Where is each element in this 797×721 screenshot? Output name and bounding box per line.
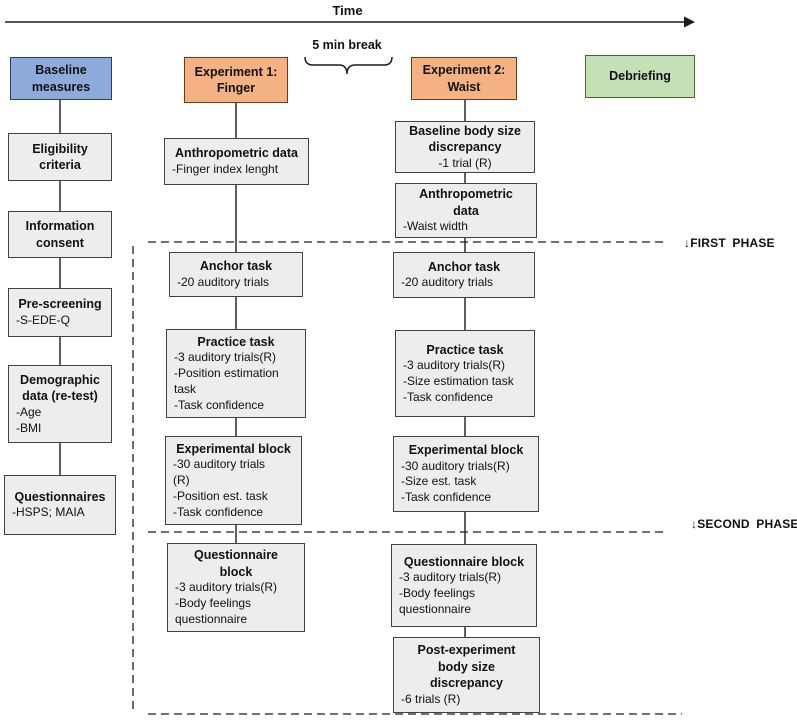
experiment1-header: Experiment 1: Finger	[184, 57, 288, 103]
header-line: Baseline	[35, 63, 87, 78]
box-item: -Task confidence	[173, 504, 264, 519]
break-label: 5 min break	[312, 38, 382, 52]
box-item: -3 auditory trials(R)	[174, 350, 277, 365]
box-title: Information	[25, 219, 95, 233]
box-item: -3 auditory trials(R)	[403, 358, 506, 372]
phase-second-label: ↓SECOND PHASE	[691, 517, 797, 531]
box-item: -Task confidence	[401, 490, 492, 505]
box-title: criteria	[39, 158, 81, 172]
box-practice-task-finger: Practice task -3 auditory trials(R) -Pos…	[166, 329, 306, 418]
box-title: Questionnaire	[193, 548, 279, 563]
box-item: -3 auditory trials(R)	[175, 580, 278, 595]
box-anchor-task-waist: Anchor task -20 auditory trials	[393, 252, 535, 298]
baseline-measures-header: Baseline measures	[10, 57, 112, 100]
box-item: -Position est. task	[173, 488, 268, 503]
box-item: task	[174, 381, 197, 396]
break-brace-icon	[304, 56, 393, 75]
box-experimental-block-finger: Experimental block -30 auditory trials (…	[165, 436, 302, 525]
box-pre-screening: Pre-screening -S-EDE-Q	[8, 288, 112, 337]
box-title: Baseline body size	[409, 123, 521, 138]
box-demographic-data: Demographic data (re-test) -Age -BMI	[8, 365, 112, 443]
box-item: -Size estimation task	[403, 373, 514, 388]
box-item: (R)	[173, 472, 190, 487]
box-title: consent	[36, 235, 84, 250]
box-eligibility-criteria: Eligibility criteria	[8, 133, 112, 181]
box-item: questionnaire	[399, 601, 472, 616]
box-practice-task-waist: Practice task -3 auditory trials(R) -Siz…	[395, 330, 535, 417]
box-title: Anchor task	[427, 259, 501, 274]
header-line: Waist	[447, 79, 481, 94]
header-line: Debriefing	[609, 69, 671, 84]
box-item: questionnaire	[175, 611, 248, 626]
box-anthropometric-data-finger: Anthropometric data -Finger index lenght	[164, 138, 309, 185]
box-title: data	[453, 203, 479, 218]
box-item: -20 auditory trials	[177, 274, 270, 289]
box-title: Demographic	[20, 372, 100, 387]
box-item: -Task confidence	[174, 397, 265, 412]
box-item: -30 auditory trials(R)	[401, 458, 510, 473]
box-questionnaires: Questionnaires -HSPS; MAIA	[4, 475, 116, 535]
box-questionnaire-block-finger: Questionnaire block -3 auditory trials(R…	[167, 543, 305, 632]
box-item: -1 trial (R)	[438, 155, 492, 170]
experiment2-header: Experiment 2: Waist	[411, 57, 517, 100]
box-item: -Age	[16, 404, 42, 419]
box-item: -HSPS; MAIA	[12, 505, 85, 520]
header-line: Finger	[216, 81, 256, 95]
box-anchor-task-finger: Anchor task -20 auditory trials	[169, 252, 303, 297]
box-title: Anthropometric data	[175, 146, 298, 161]
box-item: -6 trials (R)	[401, 691, 461, 706]
header-line: Experiment 1:	[194, 64, 278, 79]
box-experimental-block-waist: Experimental block -30 auditory trials(R…	[393, 436, 539, 512]
box-item: -Task confidence	[403, 389, 494, 404]
box-title: discrepancy	[428, 140, 502, 155]
box-title: Anthropometric	[419, 187, 513, 202]
box-title: Pre-screening	[18, 297, 102, 312]
box-item: -Body feelings	[175, 596, 252, 611]
box-title: Post-experiment	[417, 643, 516, 658]
box-item: -Size est. task	[401, 474, 477, 489]
box-title: discrepancy	[430, 676, 503, 691]
box-item: -30 auditory trials	[173, 457, 266, 472]
phase-first-label: ↓FIRST PHASE	[684, 236, 775, 250]
time-arrow-head-icon	[684, 16, 695, 28]
box-title: body size	[438, 659, 495, 674]
box-item: -Body feelings	[399, 585, 476, 600]
box-post-experiment-body-size-discrepancy: Post-experiment body size discrepancy -6…	[393, 637, 540, 713]
header-line: measures	[31, 79, 91, 94]
box-item: -Waist width	[403, 219, 468, 234]
box-title: Practice task	[197, 334, 275, 349]
header-line: Experiment 2:	[422, 63, 506, 78]
box-item: -3 auditory trials(R)	[399, 570, 502, 584]
box-item: -S-EDE-Q	[16, 312, 70, 327]
box-item: -Position estimation	[174, 365, 279, 380]
box-item: -20 auditory trials	[401, 275, 494, 290]
box-title: Experimental block	[176, 441, 291, 456]
box-questionnaire-block-waist: Questionnaire block -3 auditory trials(R…	[391, 544, 537, 627]
box-title: data (re-test)	[22, 389, 98, 404]
box-item: -BMI	[16, 420, 42, 435]
time-label: Time	[332, 3, 363, 18]
box-item: -Finger index lenght	[172, 161, 279, 176]
box-baseline-body-size-discrepancy: Baseline body size discrepancy -1 trial …	[395, 121, 535, 173]
debriefing-header: Debriefing	[585, 55, 695, 98]
box-information-consent: Information consent	[8, 211, 112, 258]
box-title: Questionnaires	[14, 489, 106, 504]
box-title: Questionnaire block	[403, 554, 525, 569]
box-anthropometric-data-waist: Anthropometric data -Waist width	[395, 183, 537, 238]
box-title: Experimental block	[408, 443, 524, 457]
box-title: Eligibility	[32, 141, 88, 156]
box-title: Anchor task	[199, 259, 273, 274]
box-title: Practice task	[426, 342, 504, 357]
box-title: block	[219, 564, 253, 579]
